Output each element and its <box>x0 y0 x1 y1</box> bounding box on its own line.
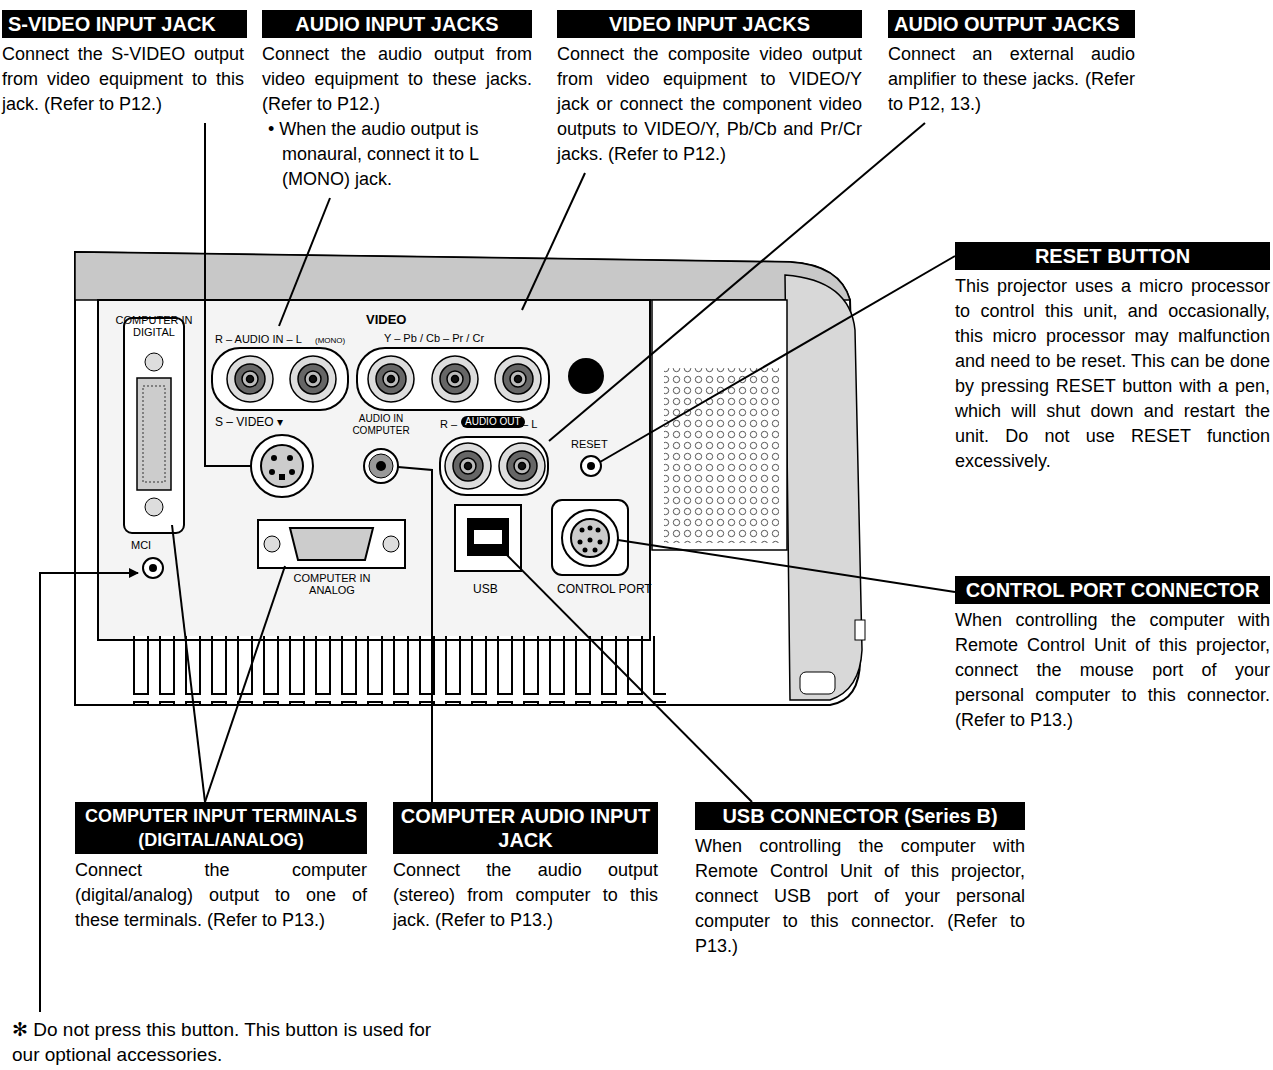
panel-label: RESET <box>571 438 608 450</box>
leader-line <box>279 198 330 326</box>
panel-label: COMPUTER IN DIGITAL <box>108 314 200 338</box>
reset-button <box>581 456 601 476</box>
callout-box: AUDIO INPUT JACKSConnect the audio outpu… <box>262 10 532 192</box>
callout-heading: COMPUTER AUDIO INPUT JACK <box>393 802 658 854</box>
panel-label: S – VIDEO ▾ <box>215 416 283 428</box>
callout-text: Connect the audio output (stereo) from c… <box>393 854 658 933</box>
dvi-connector <box>124 318 184 533</box>
callout-box: AUDIO OUTPUT JACKSConnect an external au… <box>888 10 1135 117</box>
callout-text: Connect the composite video output from … <box>557 38 862 167</box>
callout-box: VIDEO INPUT JACKSConnect the composite v… <box>557 10 862 167</box>
panel-label: VIDEO <box>366 314 406 326</box>
callout-text: This projector uses a micro processor to… <box>955 270 1270 474</box>
callout-text: Connect the computer (digital/analog) ou… <box>75 854 367 933</box>
panel-label: R – AUDIO IN – L <box>215 333 302 345</box>
callout-heading: AUDIO OUTPUT JACKS <box>888 10 1135 38</box>
panel-label: (MONO) <box>315 335 345 347</box>
callout-heading: AUDIO INPUT JACKS <box>262 10 532 38</box>
callout-heading: RESET BUTTON <box>955 242 1270 270</box>
callout-text: • When the audio output is monaural, con… <box>262 117 532 192</box>
callout-heading: VIDEO INPUT JACKS <box>557 10 862 38</box>
callout-text: Connect the S-VIDEO output from video eq… <box>2 38 244 117</box>
callout-heading: CONTROL PORT CONNECTOR <box>955 576 1270 604</box>
callout-text: Connect an external audio amplifier to t… <box>888 38 1135 117</box>
leader-line <box>600 256 955 462</box>
panel-label: USB <box>473 583 498 595</box>
callout-heading: USB CONNECTOR (Series B) <box>695 802 1025 830</box>
jack-groups <box>212 348 628 575</box>
leader-line <box>172 525 205 802</box>
leader-line <box>40 573 138 1012</box>
panel-label: COMPUTER IN ANALOG <box>282 572 382 596</box>
panel-label: – L <box>522 418 537 430</box>
callout-text: Connect the audio output from video equi… <box>262 38 532 117</box>
panel-label: CONTROL PORT <box>557 583 652 595</box>
mci-jack <box>143 558 163 578</box>
s-video-jack <box>251 435 313 497</box>
callout-box: USB CONNECTOR (Series B)When controlling… <box>695 802 1025 959</box>
footnote: ✻ Do not press this button. This button … <box>12 1017 432 1067</box>
leader-line <box>398 467 432 802</box>
leader-line <box>205 123 251 466</box>
housing <box>75 252 865 705</box>
usb-connector <box>455 505 521 571</box>
callout-box: CONTROL PORT CONNECTORWhen controlling t… <box>955 576 1270 733</box>
control-port <box>562 510 618 566</box>
callout-box: COMPUTER INPUT TERMINALS (DIGITAL/ANALOG… <box>75 802 367 933</box>
panel-label: AUDIO OUT <box>461 416 525 428</box>
ir-sensor <box>568 358 604 394</box>
leader-line <box>618 540 955 592</box>
panel-label: Y – Pb / Cb – Pr / Cr <box>384 332 484 344</box>
panel-label: AUDIO IN COMPUTER <box>344 413 418 437</box>
leader-line <box>500 548 752 802</box>
callout-text: When controlling the computer with Remot… <box>695 830 1025 959</box>
leader-line <box>205 566 285 802</box>
leader-line <box>522 173 585 310</box>
computer-audio-jack <box>364 449 398 483</box>
callout-box: COMPUTER AUDIO INPUT JACKConnect the aud… <box>393 802 658 933</box>
callout-box: RESET BUTTONThis projector uses a micro … <box>955 242 1270 474</box>
leader-line <box>549 123 925 441</box>
callout-text: When controlling the computer with Remot… <box>955 604 1270 733</box>
callout-heading: COMPUTER INPUT TERMINALS (DIGITAL/ANALOG… <box>75 802 367 854</box>
callout-heading: S-VIDEO INPUT JACK <box>2 10 247 38</box>
vga-connector <box>258 520 405 568</box>
panel-label: MCI <box>131 539 151 551</box>
callout-box: S-VIDEO INPUT JACKConnect the S-VIDEO ou… <box>2 10 244 117</box>
panel-label: R – <box>440 418 457 430</box>
